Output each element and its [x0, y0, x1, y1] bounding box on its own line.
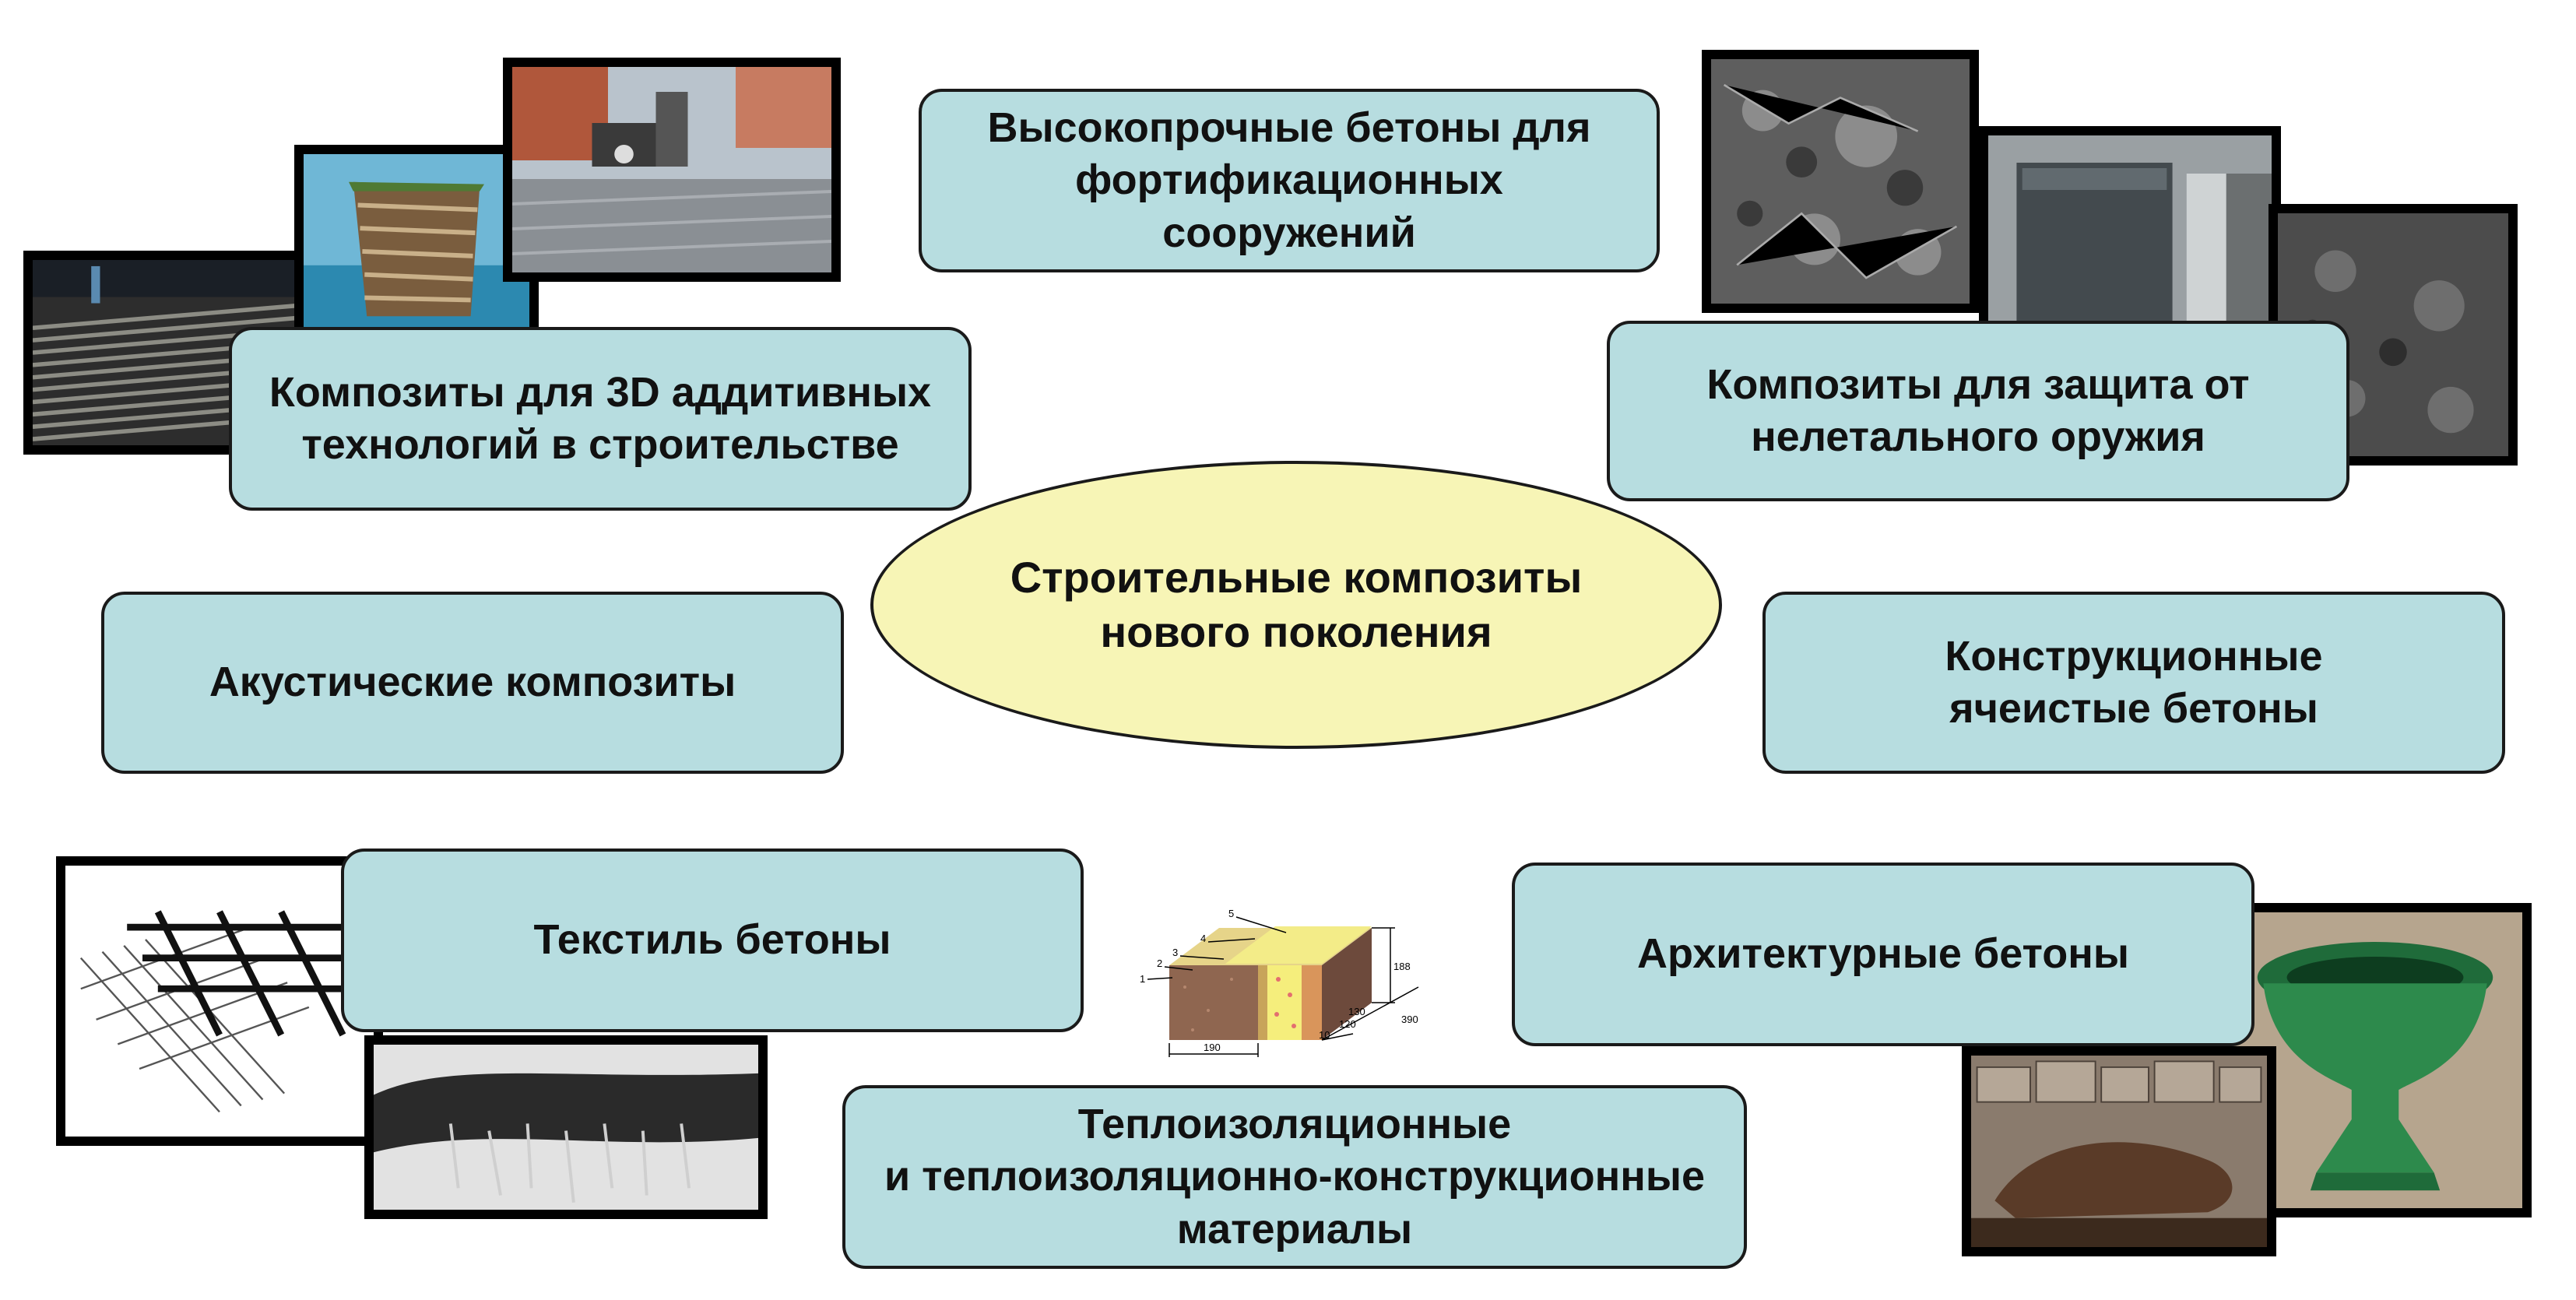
box-line: фортификационных: [1075, 156, 1503, 204]
3d-printer-photo: [503, 58, 841, 282]
box-acoustic-composites: Акустические композиты: [101, 592, 844, 774]
box-line: сооружений: [1162, 209, 1416, 256]
center-line: нового поколения: [1100, 607, 1492, 656]
center-topic: Строительные композиты нового поколения: [870, 461, 1722, 749]
box-textile-concrete: Текстиль бетоны: [341, 849, 1084, 1032]
box-cellular-concrete: Конструкционные ячеистые бетоны: [1762, 592, 2505, 774]
test-block-photo: [1979, 126, 2281, 330]
box-high-strength-concrete: Высокопрочные бетоны для фортификационны…: [919, 89, 1660, 272]
layer-label-1: 1: [1140, 973, 1145, 985]
box-line: Архитектурные бетоны: [1637, 930, 2129, 978]
layered-rock-photo: [294, 145, 539, 349]
box-architectural-concrete: Архитектурные бетоны: [1512, 863, 2254, 1046]
box-line: Композиты для 3D аддитивных: [269, 368, 932, 416]
box-line: Теплоизоляционные: [1077, 1100, 1512, 1147]
dim-height: 188: [1393, 961, 1411, 972]
center-line: Строительные композиты: [1010, 553, 1583, 602]
box-line: технологий в строительстве: [301, 421, 899, 468]
wall-block-drawing: 1 2 3 4 5 188 190 130 120 10 390: [1138, 878, 1465, 1065]
box-thermal-insulation: Теплоизоляционные и теплоизоляционно-кон…: [842, 1085, 1747, 1269]
box-line: ячеистые бетоны: [1949, 685, 2318, 732]
box-nonlethal-protection: Композиты для защита от нелетального ору…: [1607, 321, 2349, 501]
dim-10: 10: [1319, 1029, 1330, 1041]
layer-label-3: 3: [1172, 947, 1178, 958]
layer-label-2: 2: [1157, 957, 1162, 969]
layer-label-4: 4: [1200, 933, 1206, 944]
box-line: и теплоизоляционно-конструкционные: [884, 1153, 1706, 1200]
green-vase-photo: [2219, 903, 2532, 1217]
layer-label-5: 5: [1228, 908, 1234, 919]
textile-mesh-photo: [56, 856, 383, 1146]
dim-120: 120: [1339, 1018, 1356, 1030]
box-line: Акустические композиты: [209, 659, 736, 706]
box-line: материалы: [1176, 1205, 1413, 1253]
box-line: Текстиль бетоны: [533, 916, 891, 964]
stone-bench-photo: [1962, 1046, 2276, 1256]
box-line: Конструкционные: [1945, 632, 2323, 680]
box-line: нелетального оружия: [1751, 413, 2205, 460]
dim-390: 390: [1401, 1014, 1418, 1025]
box-line: Композиты для защита от: [1706, 360, 2250, 408]
dim-130: 130: [1348, 1006, 1365, 1017]
fiber-fracture-photo: [364, 1035, 768, 1219]
box-line: Высокопрочные бетоны для: [987, 104, 1591, 151]
dim-width: 190: [1204, 1042, 1221, 1053]
box-3d-additive-composites: Композиты для 3D аддитивных технологий в…: [229, 327, 972, 511]
microstructure-photo-1: [1702, 50, 1979, 313]
